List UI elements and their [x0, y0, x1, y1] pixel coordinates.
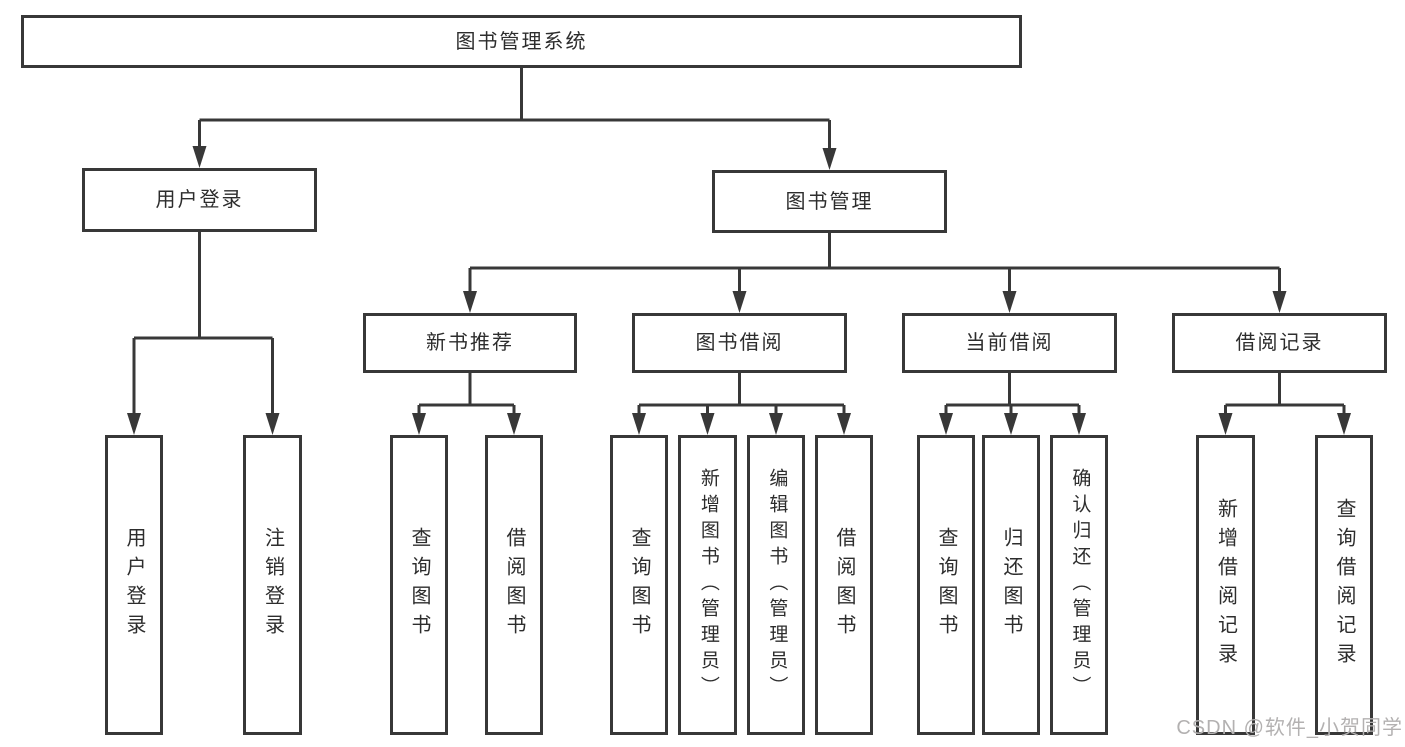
node-book-management: 图书管理 [712, 170, 947, 233]
leaf-borrowing-query-books-label: 查询图书 [628, 527, 650, 643]
arrowhead [822, 148, 837, 170]
leaf-records-query-borrow-record-label: 查询借阅记录 [1333, 498, 1355, 672]
node-current-borrowing: 当前借阅 [902, 313, 1117, 373]
arrowhead [1337, 413, 1351, 435]
node-new-book-recommend-label: 新书推荐 [426, 332, 514, 354]
leaf-current-confirm-return-admin-label: 确认归还（管理员） [1069, 468, 1091, 702]
leaf-borrowing-edit-books-admin-label: 编辑图书（管理员） [766, 468, 788, 702]
leaf-current-return-books-label: 归还图书 [1000, 527, 1022, 643]
leaf-borrowing-edit-books-admin: 编辑图书（管理员） [747, 435, 805, 735]
arrowhead [1218, 413, 1233, 435]
connector-book-mgmt-to-level3 [468, 233, 1281, 293]
leaf-current-return-books: 归还图书 [982, 435, 1040, 735]
leaf-newbook-query-books: 查询图书 [390, 435, 448, 735]
node-root: 图书管理系统 [21, 15, 1022, 68]
arrowhead [632, 413, 646, 435]
arrowhead [939, 413, 953, 435]
arrowhead [1072, 413, 1086, 435]
arrowhead [700, 413, 715, 435]
leaf-records-query-borrow-record: 查询借阅记录 [1315, 435, 1373, 735]
node-book-borrowing-label: 图书借阅 [695, 332, 784, 354]
csdn-watermark: CSDN @软件_小贺同学 [1176, 717, 1403, 739]
leaf-logout-login-label: 注销登录 [261, 527, 284, 643]
connector-new-book-to-leaves [417, 373, 516, 415]
leaf-newbook-query-books-label: 查询图书 [408, 527, 430, 643]
leaf-borrowing-query-books: 查询图书 [610, 435, 668, 735]
leaf-borrowing-borrow-books-label: 借阅图书 [833, 527, 855, 643]
leaf-borrowing-borrow-books: 借阅图书 [815, 435, 873, 735]
leaf-current-query-books: 查询图书 [917, 435, 975, 735]
arrowhead [1004, 413, 1018, 435]
connector-book-borrow-to-leaves [637, 373, 846, 415]
node-root-label: 图书管理系统 [455, 30, 588, 53]
leaf-current-confirm-return-admin: 确认归还（管理员） [1050, 435, 1108, 735]
arrowhead [1002, 291, 1017, 313]
leaf-user-login-label: 用户登录 [123, 527, 145, 643]
leaf-records-add-borrow-record-label: 新增借阅记录 [1214, 498, 1237, 672]
arrowhead [463, 291, 477, 313]
node-borrow-records: 借阅记录 [1172, 313, 1387, 373]
arrowhead [507, 413, 521, 435]
node-new-book-recommend: 新书推荐 [363, 313, 577, 373]
connector-user-login-to-leaves [132, 232, 274, 415]
node-borrow-records-label: 借阅记录 [1235, 332, 1324, 354]
arrowhead [265, 413, 280, 435]
arrowhead [127, 413, 141, 435]
connector-root-to-level2 [198, 68, 831, 150]
node-book-management-label: 图书管理 [785, 190, 874, 213]
leaf-current-query-books-label: 查询图书 [935, 527, 957, 643]
arrowhead [412, 413, 426, 435]
arrowhead [837, 413, 851, 435]
leaf-records-add-borrow-record: 新增借阅记录 [1196, 435, 1255, 735]
node-user-login: 用户登录 [82, 168, 317, 232]
leaf-borrowing-add-books-admin: 新增图书（管理员） [678, 435, 737, 735]
leaf-borrowing-add-books-admin-label: 新增图书（管理员） [697, 468, 719, 702]
leaf-user-login: 用户登录 [105, 435, 163, 735]
node-user-login-label: 用户登录 [155, 189, 244, 211]
node-book-borrowing: 图书借阅 [632, 313, 847, 373]
leaf-newbook-borrow-books: 借阅图书 [485, 435, 543, 735]
arrowhead [732, 291, 747, 313]
connector-borrow-records-to-leaves [1224, 373, 1346, 415]
leaf-logout-login: 注销登录 [243, 435, 302, 735]
arrowhead [769, 413, 783, 435]
arrowhead [192, 146, 207, 168]
arrowhead [1272, 291, 1287, 313]
leaf-newbook-borrow-books-label: 借阅图书 [503, 527, 525, 643]
node-current-borrowing-label: 当前借阅 [965, 332, 1054, 354]
connector-current-borrow-to-leaves [944, 373, 1081, 415]
